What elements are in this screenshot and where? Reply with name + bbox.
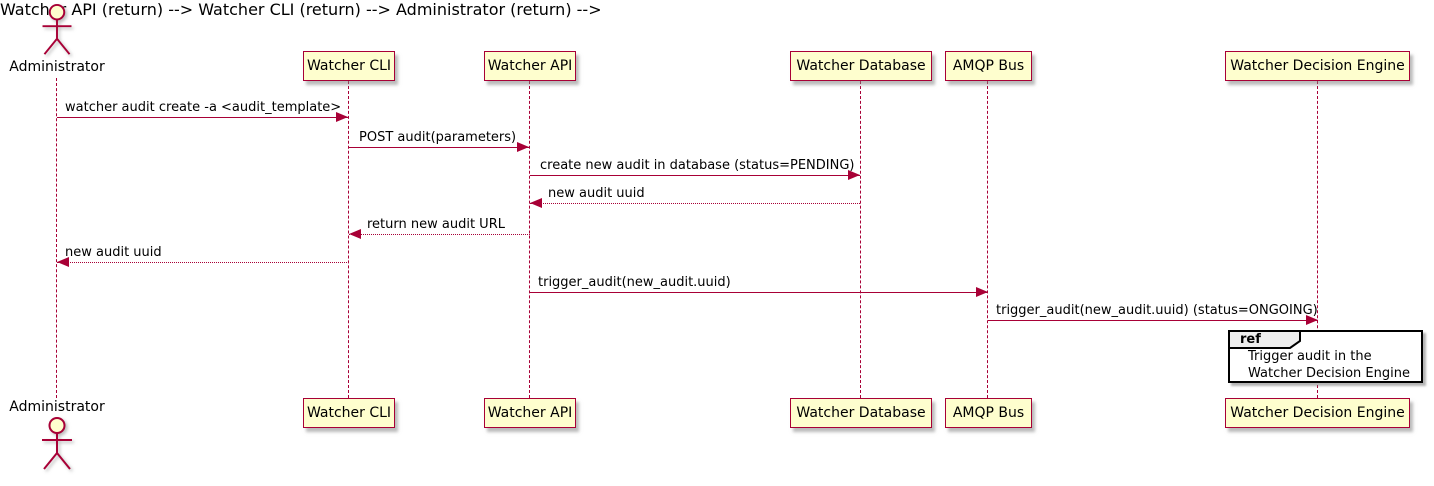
message-line (530, 292, 988, 293)
actor-label-top: Administrator (9, 59, 105, 75)
ref-fragment: ref Trigger audit in the Watcher Decisio… (1228, 330, 1423, 383)
participant-watcher-cli-top: Watcher CLI (303, 51, 395, 81)
actor-icon-top (42, 3, 72, 55)
message-label: return new audit URL (367, 217, 505, 232)
message-line (349, 147, 529, 148)
ref-keyword: ref (1240, 332, 1261, 347)
participant-watcher-decision-engine-top: Watcher Decision Engine (1225, 51, 1410, 81)
message-line (57, 262, 349, 263)
ref-body-line1: Trigger audit in the (1248, 349, 1372, 364)
arrowhead-right-icon (848, 170, 860, 180)
arrowhead-right-icon (976, 287, 988, 297)
arrowhead-left-icon (57, 257, 69, 267)
arrowhead-left-icon (349, 229, 361, 239)
participant-watcher-database-bottom: Watcher Database (790, 398, 932, 428)
arrowhead-left-icon (530, 198, 542, 208)
actor-label-bottom: Administrator (9, 399, 105, 415)
message-label: create new audit in database (status=PEN… (540, 158, 855, 173)
message-label: trigger_audit(new_audit.uuid) (status=ON… (996, 303, 1318, 318)
lifeline-amqp-bus (987, 81, 988, 398)
arrowhead-right-icon (1306, 315, 1318, 325)
message-line (530, 175, 860, 176)
participant-watcher-database-top: Watcher Database (790, 51, 932, 81)
arrowhead-right-icon (517, 142, 529, 152)
message-line (530, 203, 860, 204)
lifeline-watcher-api (529, 81, 530, 398)
participant-watcher-api-top: Watcher API (484, 51, 576, 81)
participant-amqp-bus-bottom: AMQP Bus (945, 398, 1032, 428)
lifeline-watcher-database (860, 81, 861, 398)
message-label: new audit uuid (65, 245, 162, 260)
participant-watcher-api-bottom: Watcher API (484, 398, 576, 428)
message-label: POST audit(parameters) (359, 130, 517, 145)
lifeline-watcher-cli (348, 81, 349, 398)
ref-body: Trigger audit in the Watcher Decision En… (1248, 348, 1410, 382)
arrowhead-right-icon (336, 112, 348, 122)
message-label: watcher audit create -a <audit_template> (65, 100, 342, 115)
participant-watcher-cli-bottom: Watcher CLI (303, 398, 395, 428)
message-label: new audit uuid (548, 186, 645, 201)
message-line (349, 234, 530, 235)
message-line (57, 117, 348, 118)
message-line (988, 320, 1318, 321)
lifeline-watcher-decision-engine (1317, 81, 1318, 398)
ref-tag-pentagon (1228, 330, 1301, 349)
actor-icon-bottom (42, 417, 72, 470)
participant-watcher-decision-engine-bottom: Watcher Decision Engine (1225, 398, 1410, 428)
participant-amqp-bus-top: AMQP Bus (945, 51, 1032, 81)
message-label: trigger_audit(new_audit.uuid) (538, 275, 731, 290)
lifeline-administrator (56, 78, 57, 398)
ref-body-line2: Watcher Decision Engine (1248, 366, 1410, 381)
